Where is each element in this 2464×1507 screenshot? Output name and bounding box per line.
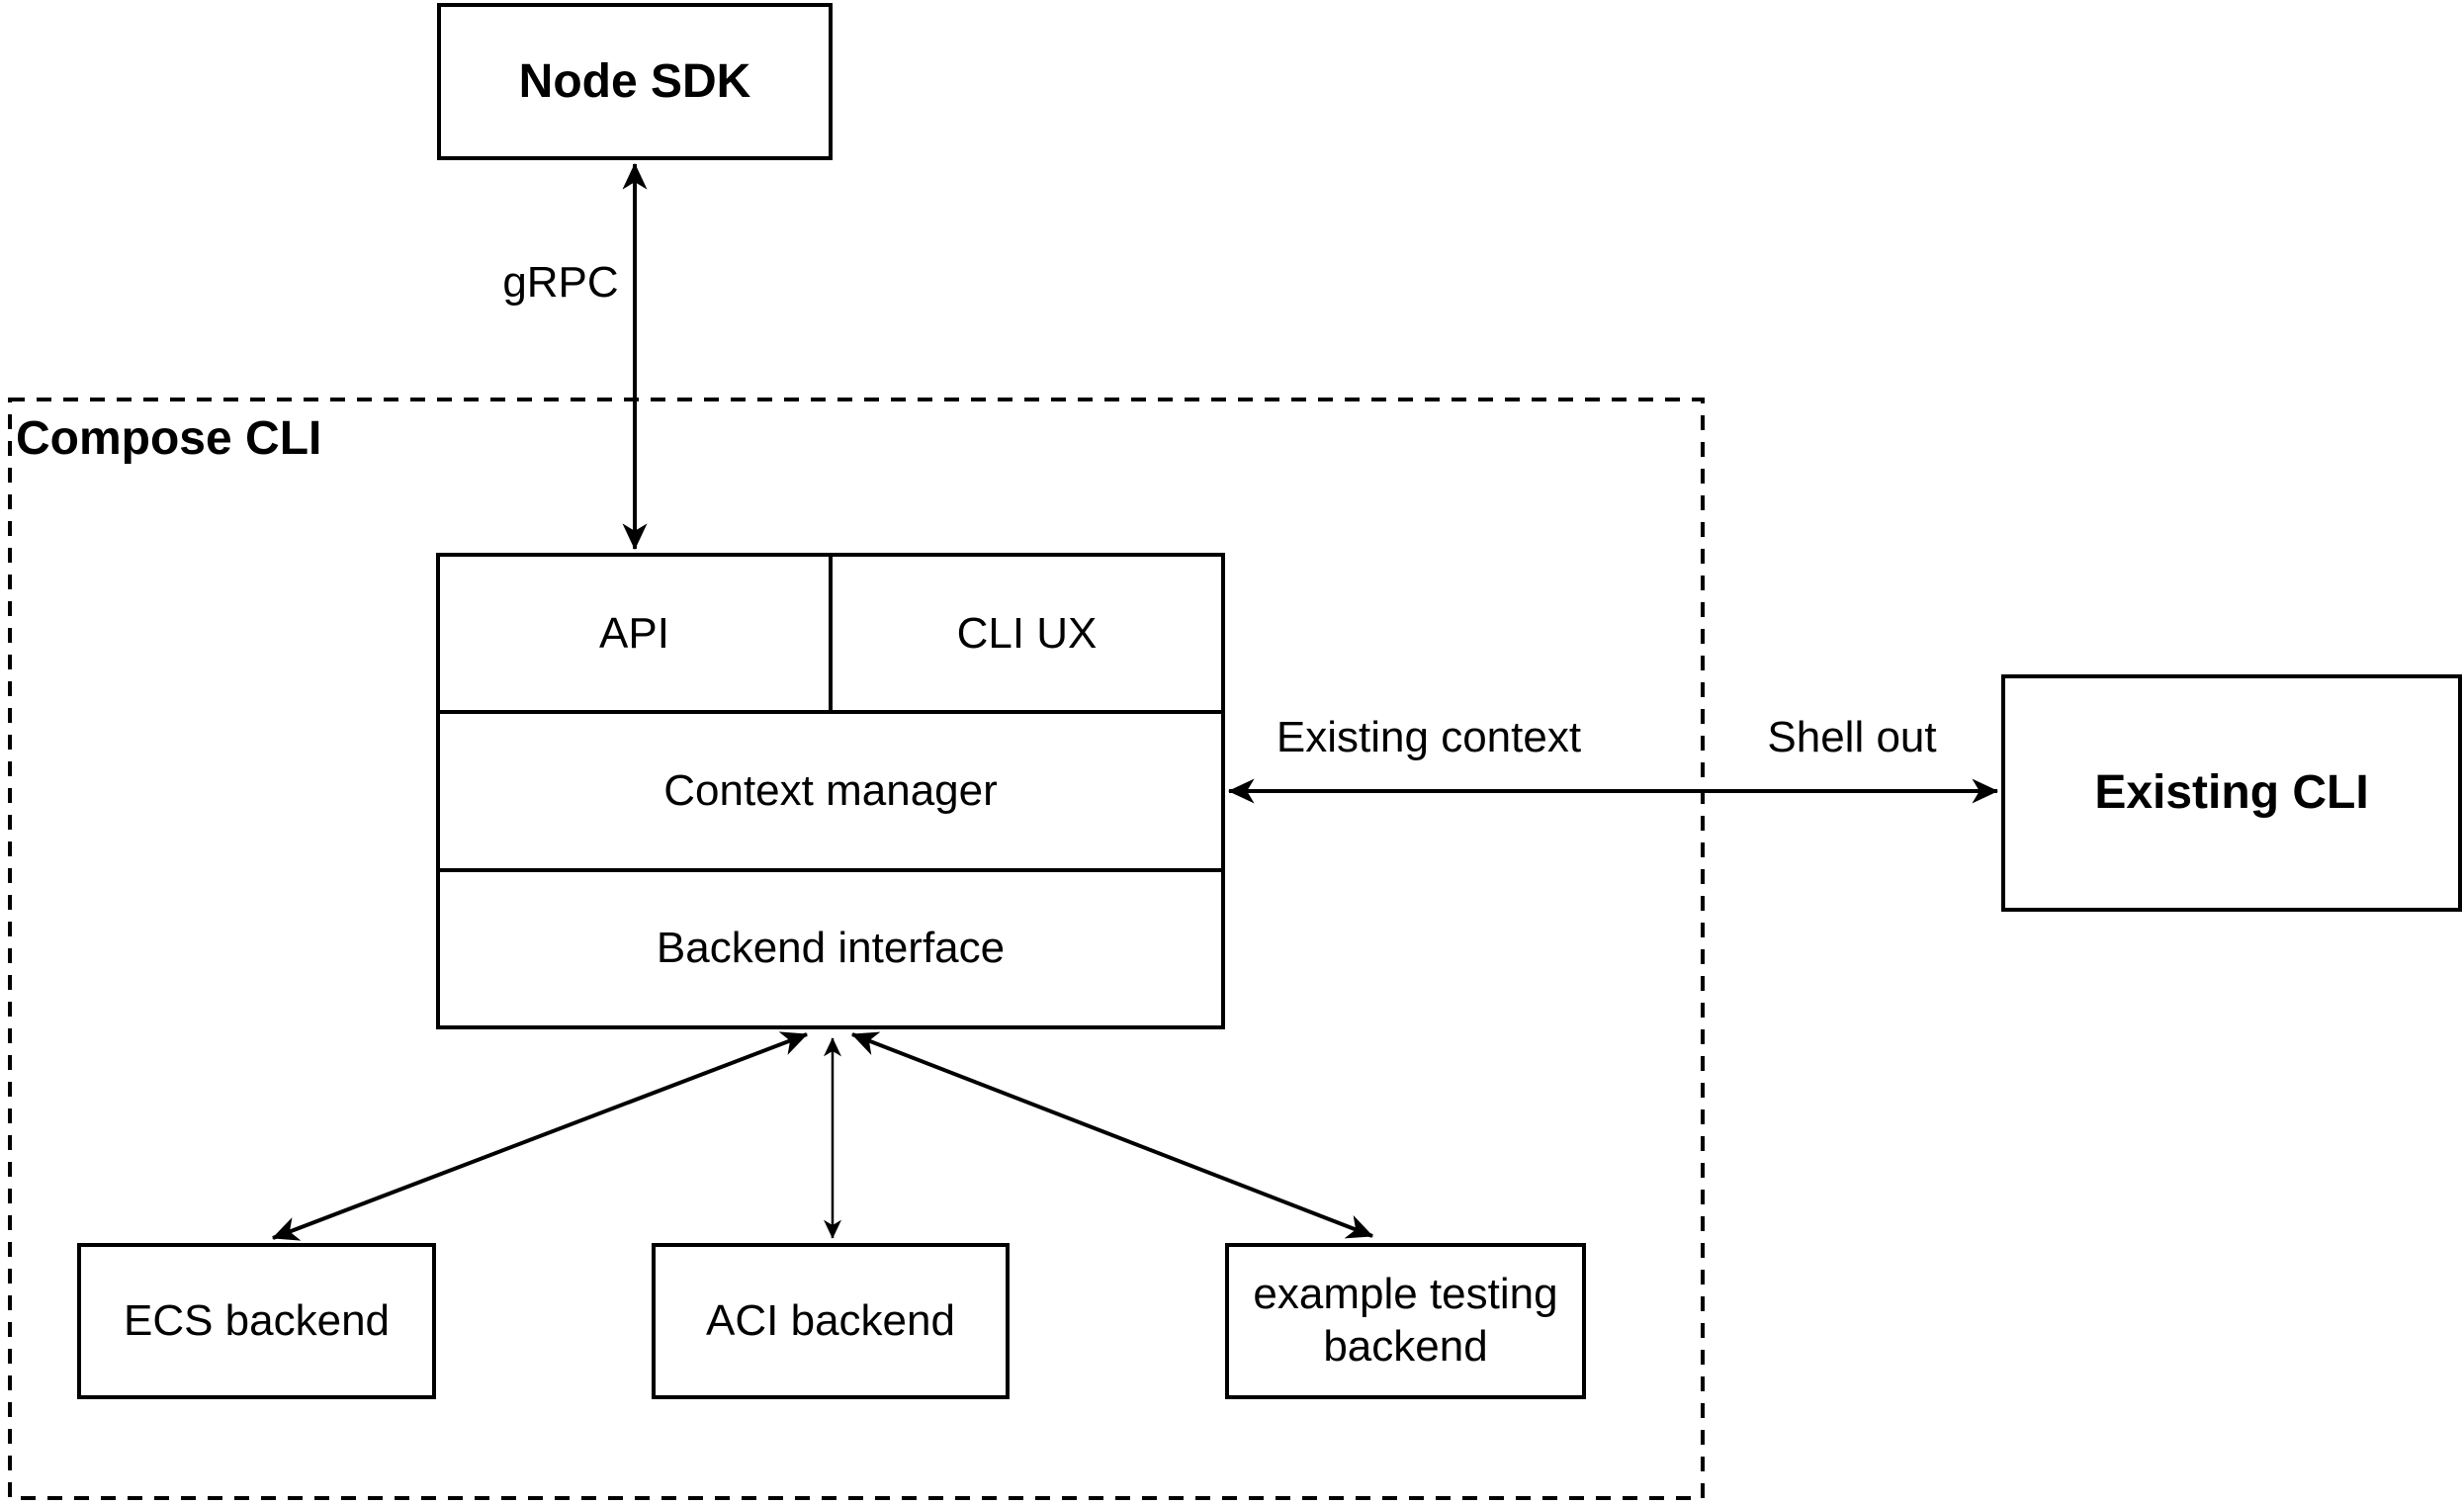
node-sdk-box: Node SDK [437, 3, 833, 160]
existing-context-edge-label: Existing context [1270, 713, 1588, 762]
compose-cli-container-label: Compose CLI [16, 412, 322, 465]
shell-out-edge-label: Shell out [1761, 713, 1943, 762]
api-label: API [599, 608, 669, 658]
ecs-backend-label: ECS backend [123, 1295, 391, 1345]
backend-interface-label: Backend interface [656, 924, 1006, 973]
compose-cli-container-border [8, 398, 1705, 1500]
ecs-backend-box: ECS backend [77, 1243, 436, 1399]
node-sdk-label: Node SDK [518, 54, 751, 108]
context-manager-box: Context manager [440, 710, 1221, 867]
example-testing-backend-label: example testing backend [1253, 1270, 1558, 1371]
aci-backend-label: ACI backend [706, 1295, 955, 1345]
backend-interface-box: Backend interface [440, 867, 1221, 1025]
api-cliux-row: API CLI UX [440, 557, 1221, 711]
ecs-backend-arrow [272, 1031, 808, 1241]
cli-ux-label: CLI UX [956, 608, 1098, 658]
context-manager-label: Context manager [663, 765, 998, 815]
compose-cli-core-box: API CLI UX Context manager Backend inter… [436, 553, 1225, 1029]
example-backend-arrow [851, 1031, 1373, 1239]
existing-cli-box: Existing CLI [2001, 674, 2462, 912]
cli-ux-box: CLI UX [829, 557, 1221, 711]
example-testing-backend-box: example testing backend [1225, 1243, 1586, 1399]
existing-cli-label: Existing CLI [2094, 766, 2369, 820]
api-box: API [440, 557, 829, 710]
aci-backend-box: ACI backend [652, 1243, 1010, 1399]
grpc-edge-label: gRPC [496, 258, 625, 308]
